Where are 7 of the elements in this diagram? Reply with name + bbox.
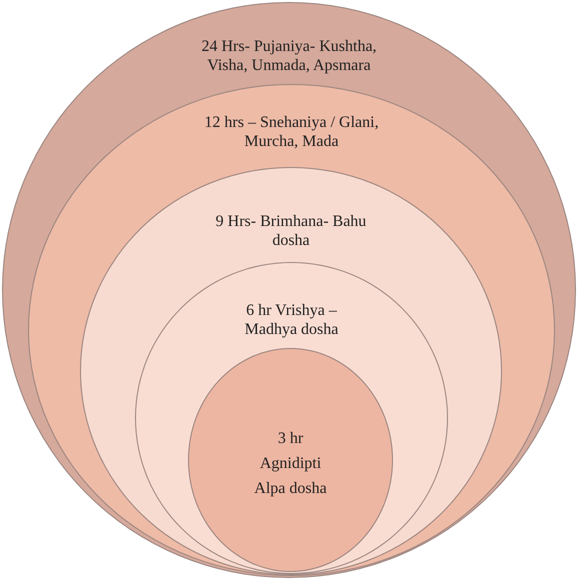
ring-label: Alpa dosha xyxy=(253,479,328,498)
ring-label: 12 hrs – Snehaniya / Glani, Murcha, Mada xyxy=(203,113,380,151)
ring-label: 3 hr xyxy=(276,429,304,448)
ring-label: 24 Hrs- Pujaniya- Kushtha, Visha, Unmada, Apsmara xyxy=(200,37,378,75)
ring-label: 9 Hrs- Brimhana- Bahu dosha xyxy=(214,212,368,250)
ring-label: 6 hr Vrishya – Madhya dosha xyxy=(244,301,340,339)
ring-label: Agnidipti xyxy=(258,454,322,473)
